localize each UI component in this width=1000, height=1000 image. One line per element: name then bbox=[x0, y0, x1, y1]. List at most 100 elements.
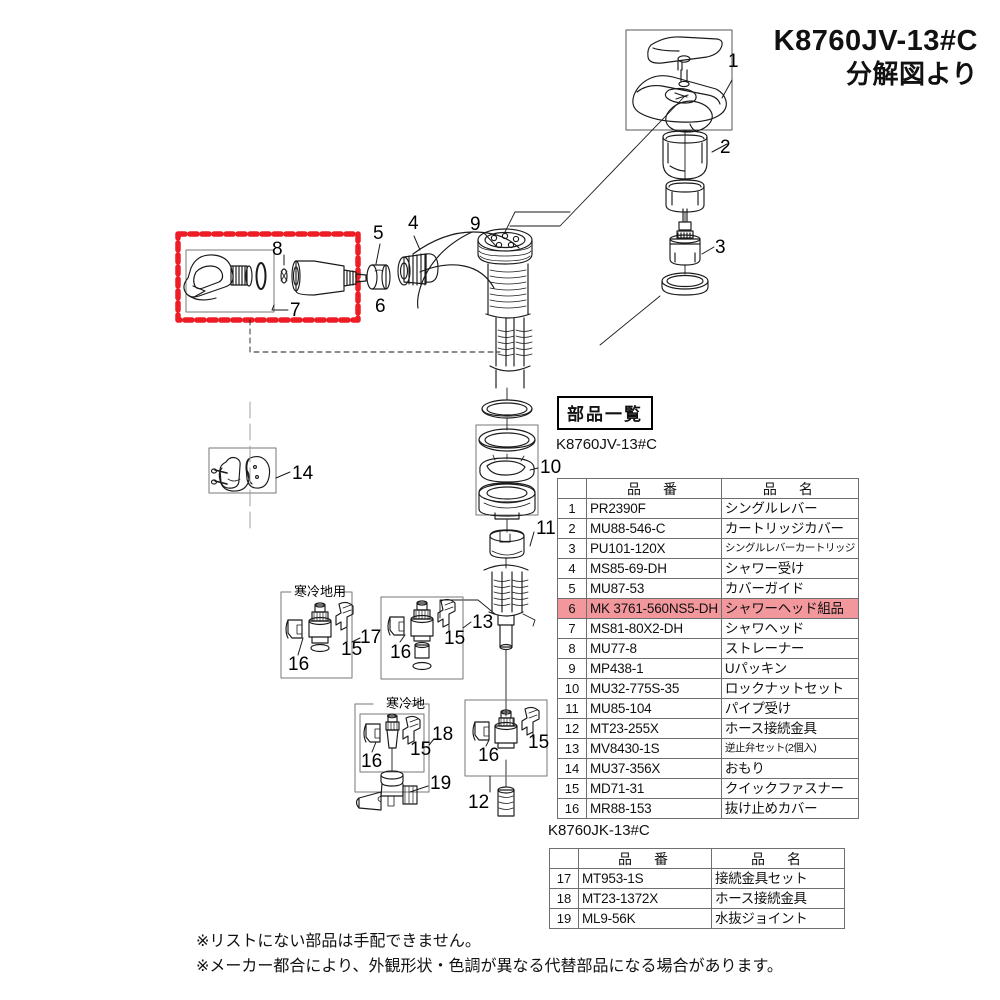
col-header-no bbox=[549, 848, 579, 869]
cell-name: カートリッジカバー bbox=[720, 518, 859, 539]
col-header-name: 品 名 bbox=[711, 848, 845, 869]
callout-16d: 16 bbox=[478, 745, 500, 766]
cell-code: MU32-775S-35 bbox=[586, 678, 722, 699]
callout-13: 13 bbox=[472, 612, 494, 633]
cell-code: MT23-255X bbox=[586, 718, 722, 739]
cell-name: パイプ受け bbox=[720, 698, 859, 719]
cell-code: MU37-356X bbox=[586, 758, 722, 779]
callout-14: 14 bbox=[292, 463, 314, 484]
cell-code: MU77-8 bbox=[586, 638, 722, 659]
callout-11: 11 bbox=[536, 518, 556, 539]
cell-name: 抜け止めカバー bbox=[720, 798, 859, 819]
cell-code: MD71-31 bbox=[586, 778, 722, 799]
hose-nipple bbox=[291, 260, 367, 296]
hose-end bbox=[497, 786, 515, 817]
cell-code: MT953-1S bbox=[578, 868, 712, 889]
callout-3: 3 bbox=[715, 237, 726, 258]
cell-no: 2 bbox=[557, 518, 587, 539]
callout-18: 18 bbox=[432, 724, 454, 745]
group-label-cold-region-2: 寒冷地 bbox=[386, 696, 426, 711]
callout-15c: 15 bbox=[410, 739, 432, 760]
cell-name: 逆止弁セット(2個入) bbox=[720, 738, 859, 759]
cell-no: 14 bbox=[557, 758, 587, 779]
callout-15b: 15 bbox=[444, 628, 466, 649]
lower-hose bbox=[483, 564, 529, 651]
parts-list-caption: 部品一覧 bbox=[557, 396, 653, 430]
cell-no: 7 bbox=[557, 618, 587, 639]
cell-no: 19 bbox=[549, 908, 579, 929]
callout-15a: 15 bbox=[341, 639, 363, 660]
cell-name: シャワーヘッド組品 bbox=[720, 598, 859, 619]
col-header-code: 品 番 bbox=[578, 848, 712, 869]
part-3-cartridge bbox=[669, 208, 701, 266]
cell-name: ホース接続金具 bbox=[720, 718, 859, 739]
cell-code: MR88-153 bbox=[586, 798, 722, 819]
cell-no: 17 bbox=[549, 868, 579, 889]
col-header-no bbox=[557, 478, 587, 499]
part-11-pipe-receiver bbox=[489, 529, 525, 559]
callout-12: 12 bbox=[468, 792, 490, 813]
cell-code: PR2390F bbox=[586, 498, 722, 519]
cell-no: 18 bbox=[549, 888, 579, 909]
cell-no: 9 bbox=[557, 658, 587, 679]
cell-name: シングルレバー bbox=[720, 498, 859, 519]
col-header-name: 品 名 bbox=[720, 478, 859, 499]
header: K8760JV-13#C 分解図より bbox=[774, 24, 978, 91]
cell-no: 12 bbox=[557, 718, 587, 739]
part-7-shower-head bbox=[183, 254, 253, 301]
callout-5: 5 bbox=[373, 223, 384, 244]
table-header-row: 品 番 品 名 bbox=[549, 848, 845, 869]
callout-7: 7 bbox=[290, 300, 301, 321]
page-subtitle: 分解図より bbox=[846, 59, 978, 90]
callout-16c: 16 bbox=[361, 751, 383, 772]
cell-code: MU88-546-C bbox=[586, 518, 722, 539]
callout-1: 1 bbox=[728, 51, 739, 72]
cell-name: ストレーナー bbox=[720, 638, 859, 659]
cell-no: 13 bbox=[557, 738, 587, 759]
part-14-weight bbox=[208, 447, 277, 494]
callout-4: 4 bbox=[408, 213, 419, 234]
cell-no: 1 bbox=[557, 498, 587, 519]
part-10-lock-nut-set bbox=[475, 399, 539, 520]
faucet-spout-body bbox=[412, 228, 533, 389]
cell-code: ML9-56K bbox=[578, 908, 712, 929]
cell-name: 接続金具セット bbox=[711, 868, 845, 889]
cell-code: MU87-53 bbox=[586, 578, 722, 599]
footer-notes: ※リストにない部品は手配できません。 ※メーカー都合により、外観形状・色調が異な… bbox=[196, 930, 783, 980]
cell-name: Uパッキン bbox=[720, 658, 859, 679]
callout-16a: 16 bbox=[288, 654, 310, 675]
cell-code: MP438-1 bbox=[586, 658, 722, 679]
cell-code: PU101-120X bbox=[586, 538, 722, 559]
group-label-cold-region-1: 寒冷地用 bbox=[294, 584, 347, 599]
col-header-code: 品 番 bbox=[586, 478, 722, 499]
cell-no: 6 bbox=[557, 598, 587, 619]
callout-10: 10 bbox=[540, 457, 562, 478]
cell-name: カバーガイド bbox=[720, 578, 859, 599]
cell-code: MS85-69-DH bbox=[586, 558, 722, 579]
callout-16b: 16 bbox=[390, 642, 412, 663]
cell-no: 5 bbox=[557, 578, 587, 599]
cell-no: 15 bbox=[557, 778, 587, 799]
cell-no: 10 bbox=[557, 678, 587, 699]
cell-no: 3 bbox=[557, 538, 587, 559]
callout-2: 2 bbox=[720, 137, 731, 158]
callout-8: 8 bbox=[272, 239, 283, 260]
